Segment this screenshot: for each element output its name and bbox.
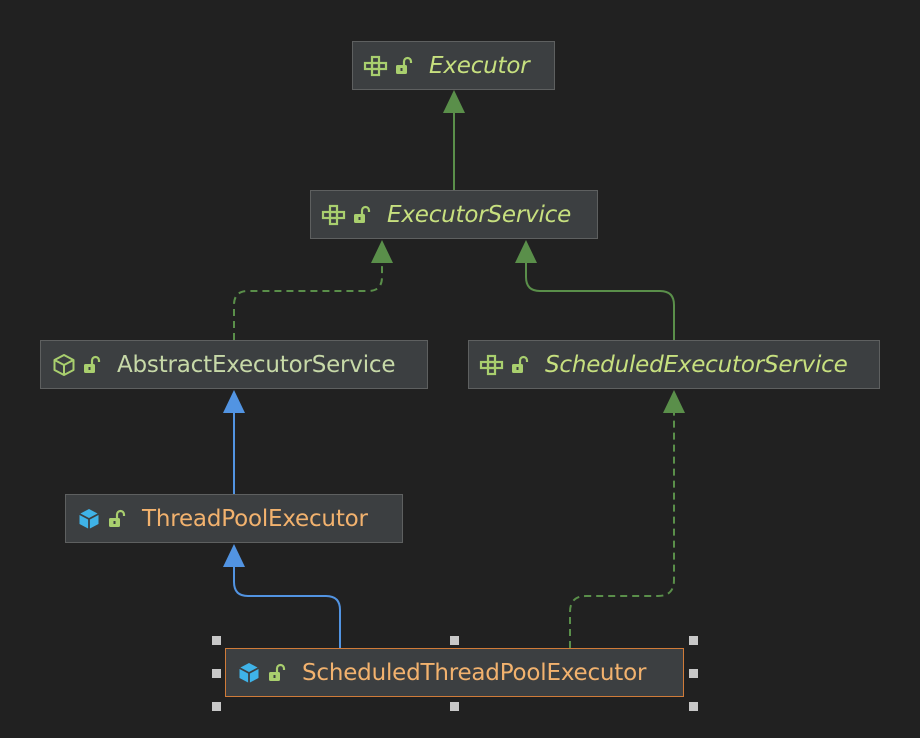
public-unlocked-icon [106, 508, 128, 530]
node-abstract-executor-service[interactable]: AbstractExecutorService [40, 340, 428, 389]
edge-scheduledthreadpoolexecutor-to-scheduledexecutorservice [569, 390, 685, 648]
resize-handle-bottom-right[interactable] [689, 702, 698, 711]
resize-handle-middle-right[interactable] [689, 669, 698, 678]
abstract-class-icon [51, 352, 77, 378]
node-label: Executor [429, 52, 530, 79]
node-scheduled-thread-pool-executor[interactable]: ScheduledThreadPoolExecutor [225, 648, 684, 697]
resize-handle-bottom-center[interactable] [450, 702, 459, 711]
node-executor-service[interactable]: ExecutorService [310, 190, 598, 239]
class-icon [236, 660, 262, 686]
interface-icon [321, 202, 347, 228]
public-unlocked-icon [351, 204, 373, 226]
node-label: ExecutorService [387, 201, 572, 228]
node-label: ScheduledExecutorService [545, 351, 848, 378]
resize-handle-top-right[interactable] [689, 636, 698, 645]
resize-handle-middle-left[interactable] [212, 669, 221, 678]
public-unlocked-icon [266, 662, 288, 684]
node-label: ThreadPoolExecutor [142, 505, 368, 532]
node-label: AbstractExecutorService [117, 351, 396, 378]
node-label: ScheduledThreadPoolExecutor [302, 659, 647, 686]
edge-scheduledexecutorservice-to-executorservice [515, 240, 675, 340]
public-unlocked-icon [393, 55, 415, 77]
interface-icon [363, 53, 389, 79]
public-unlocked-icon [509, 354, 531, 376]
edge-abstractexecutorservice-to-executorservice [233, 240, 393, 340]
resize-handle-top-left[interactable] [212, 636, 221, 645]
node-thread-pool-executor[interactable]: ThreadPoolExecutor [65, 494, 403, 543]
edge-scheduledthreadpoolexecutor-to-threadpoolexecutor [223, 544, 341, 648]
node-executor[interactable]: Executor [352, 41, 555, 90]
resize-handle-top-center[interactable] [450, 636, 459, 645]
resize-handle-bottom-left[interactable] [212, 702, 221, 711]
public-unlocked-icon [81, 354, 103, 376]
edge-executorservice-to-executor [443, 90, 465, 190]
edge-threadpoolexecutor-to-abstractexecutorservice [223, 390, 245, 494]
interface-icon [479, 352, 505, 378]
class-icon [76, 506, 102, 532]
node-scheduled-executor-service[interactable]: ScheduledExecutorService [468, 340, 880, 389]
